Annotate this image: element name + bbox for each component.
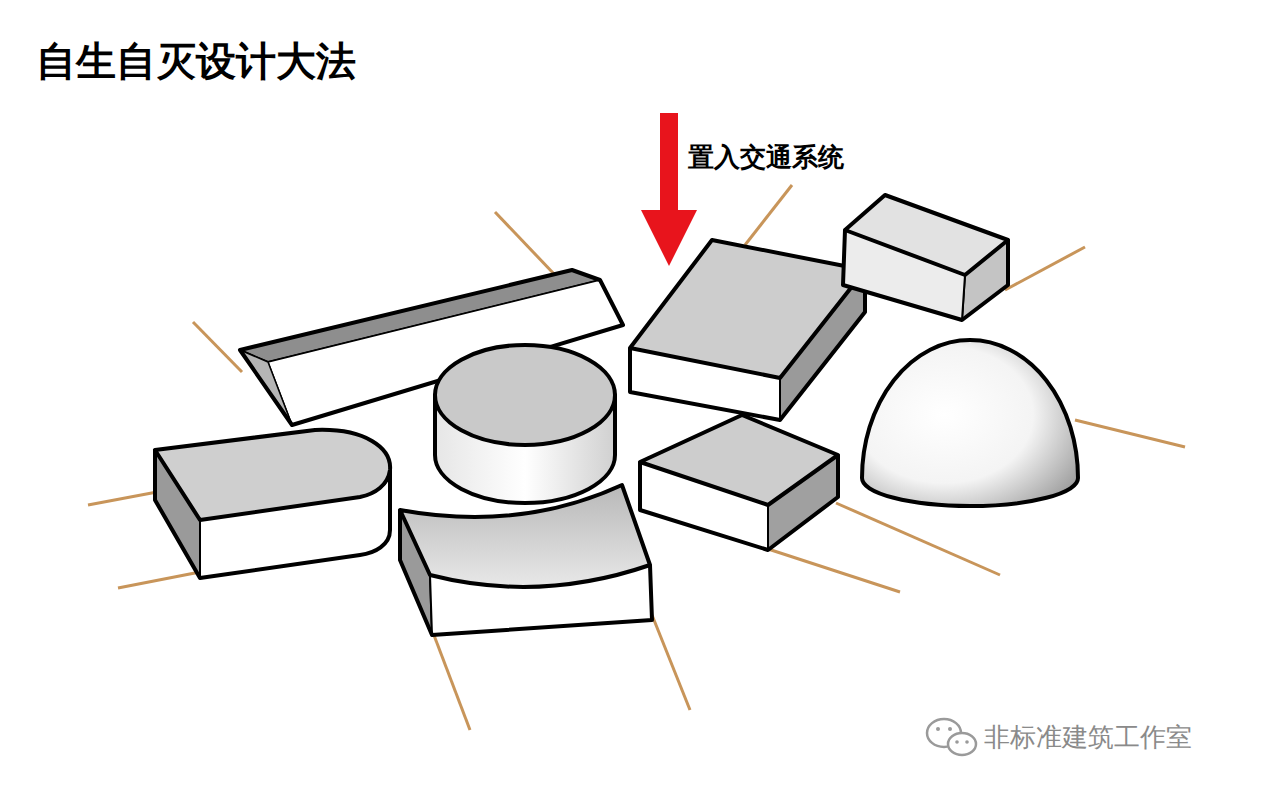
red-arrow	[641, 113, 697, 266]
traffic-line	[1075, 420, 1185, 447]
arrow-shaft	[660, 113, 678, 213]
traffic-line	[765, 548, 900, 592]
cylinder-top	[435, 345, 615, 445]
icon-dot	[948, 727, 952, 731]
d-slab-outline	[155, 450, 390, 578]
volumes	[155, 195, 1078, 635]
curved-slab-outline	[400, 510, 652, 635]
icon-dot	[936, 727, 940, 731]
hemisphere	[862, 340, 1078, 506]
traffic-lines	[88, 185, 1185, 730]
traffic-line	[88, 492, 157, 505]
diamond-box-outline	[640, 455, 838, 550]
icon-dot	[955, 740, 959, 744]
tilted-box-volume	[630, 240, 865, 420]
small-box-outline	[843, 230, 1008, 320]
curved-slab-top	[400, 485, 650, 587]
traffic-line	[745, 185, 792, 245]
traffic-line	[118, 572, 200, 588]
traffic-line	[1005, 247, 1085, 290]
traffic-line	[652, 615, 690, 710]
icon-bubble	[948, 733, 976, 755]
d-slab-top	[155, 430, 390, 520]
curved-slab-volume	[400, 485, 652, 635]
diagram-title: 自生自灭设计大法	[36, 38, 356, 84]
diamond-box-top	[640, 415, 838, 505]
d-slab-volume	[155, 430, 390, 578]
tilted-box-outline	[630, 270, 865, 420]
arrow-head	[641, 210, 697, 266]
small-box-volume	[843, 195, 1008, 320]
traffic-line	[836, 503, 1000, 575]
wechat-icon	[927, 719, 976, 755]
traffic-line	[495, 212, 555, 275]
arrow-label: 置入交通系统	[688, 142, 844, 173]
icon-dot	[965, 740, 969, 744]
hemisphere-volume	[862, 340, 1078, 506]
small-box-top	[845, 195, 1008, 275]
cylinder-volume	[435, 345, 615, 503]
watermark: 非标准建筑工作室	[984, 722, 1192, 753]
traffic-line	[193, 322, 242, 372]
diamond-box-volume	[640, 415, 838, 550]
traffic-line	[432, 630, 470, 730]
